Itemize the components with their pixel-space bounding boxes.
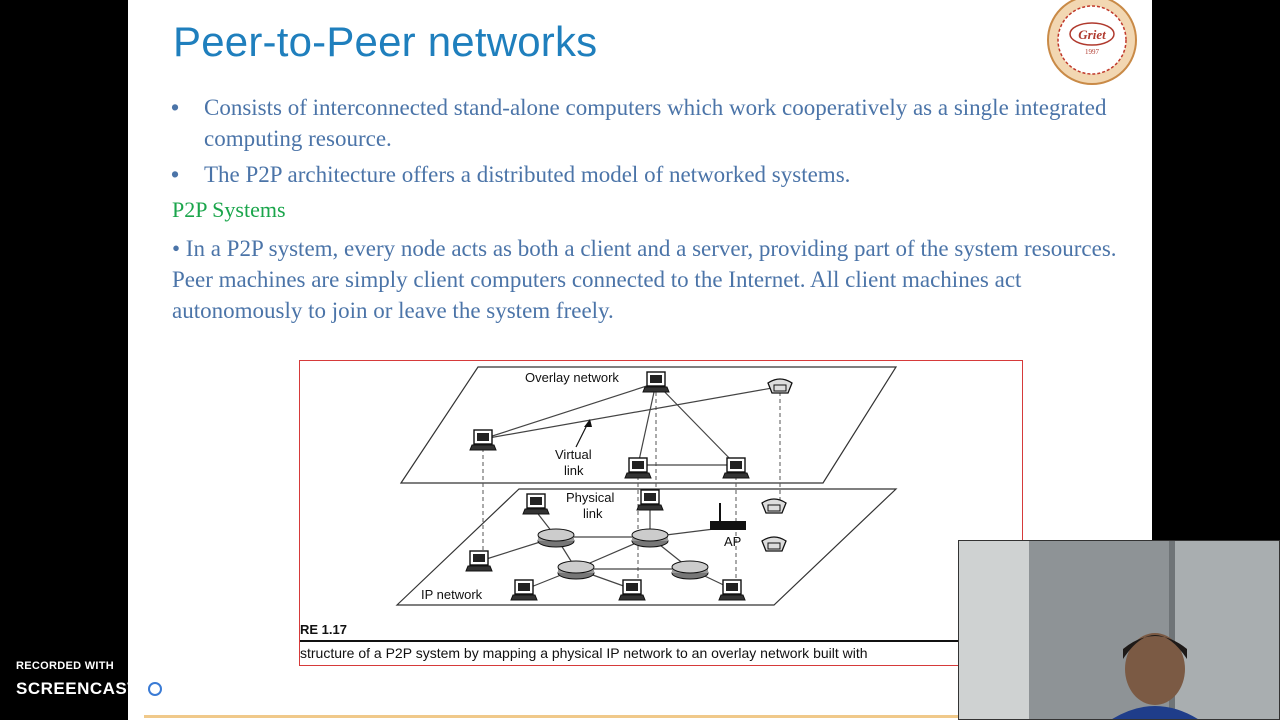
bullet-1-text: Consists of interconnected stand-alone c… <box>204 95 1107 151</box>
college-logo: Griet 1997 <box>1040 0 1144 92</box>
router-icon <box>631 528 669 548</box>
router-icon <box>557 560 595 580</box>
overlay-phone-icon <box>767 378 793 394</box>
figure-number: RE 1.17 <box>300 622 347 637</box>
ap-label: AP <box>724 534 741 549</box>
overlay-peer-icon <box>722 457 750 479</box>
access-point-icon <box>710 503 746 530</box>
subheading-p2p-systems: P2P Systems <box>172 197 286 222</box>
overlay-peer-icon <box>469 429 497 451</box>
webcam-overlay <box>958 540 1280 720</box>
physical-link-label: Physical <box>566 490 615 505</box>
p2p-figure: Overlay network Virtual link Physical li… <box>299 360 1023 666</box>
physical-link-label-2: link <box>583 506 603 521</box>
phone-icon <box>761 498 787 514</box>
figure-caption: structure of a P2P system by mapping a p… <box>300 645 868 661</box>
watermark-brand-right: MATIC <box>172 679 228 698</box>
slide: Peer-to-Peer networks Griet 1997 • Consi… <box>128 0 1152 720</box>
screencast-logo-icon <box>142 676 169 702</box>
ip-network-label: IP network <box>421 587 483 602</box>
router-icon <box>537 528 575 548</box>
host-icon <box>618 579 646 601</box>
bullet-2: • The P2P architecture offers a distribu… <box>171 159 1144 190</box>
host-icon <box>636 489 664 511</box>
host-icon <box>465 550 493 572</box>
p2p-diagram: Overlay network Virtual link Physical li… <box>395 366 898 606</box>
overlay-peer-icon <box>624 457 652 479</box>
logo-text: Griet <box>1078 27 1106 42</box>
p2p-paragraph: • In a P2P system, every node acts as bo… <box>172 236 1117 323</box>
virtual-link-label-2: link <box>564 463 584 478</box>
caption-rule <box>300 640 1022 642</box>
bullet-2-text: The P2P architecture offers a distribute… <box>204 162 851 187</box>
logo-year: 1997 <box>1085 48 1100 56</box>
watermark-brand: SCREENCAST MATIC <box>16 676 227 702</box>
host-icon <box>510 579 538 601</box>
phone-icon <box>761 536 787 552</box>
overlay-network-label: Overlay network <box>525 370 619 385</box>
recording-watermark: RECORDED WITH SCREENCAST MATIC <box>16 660 227 702</box>
slide-title: Peer-to-Peer networks <box>173 18 598 65</box>
slide-footer-line <box>144 715 1152 718</box>
bullet-dot: • <box>171 161 180 187</box>
overlay-peer-icon <box>642 371 670 393</box>
host-icon <box>522 493 550 515</box>
watermark-recorded-with: RECORDED WITH <box>16 660 115 672</box>
virtual-link-label: Virtual <box>555 447 592 462</box>
router-icon <box>671 560 709 580</box>
bullet-dot: • <box>171 94 180 120</box>
watermark-brand-left: SCREENCAST <box>16 679 139 698</box>
host-icon <box>718 579 746 601</box>
bullet-1: • Consists of interconnected stand-alone… <box>171 92 1144 154</box>
